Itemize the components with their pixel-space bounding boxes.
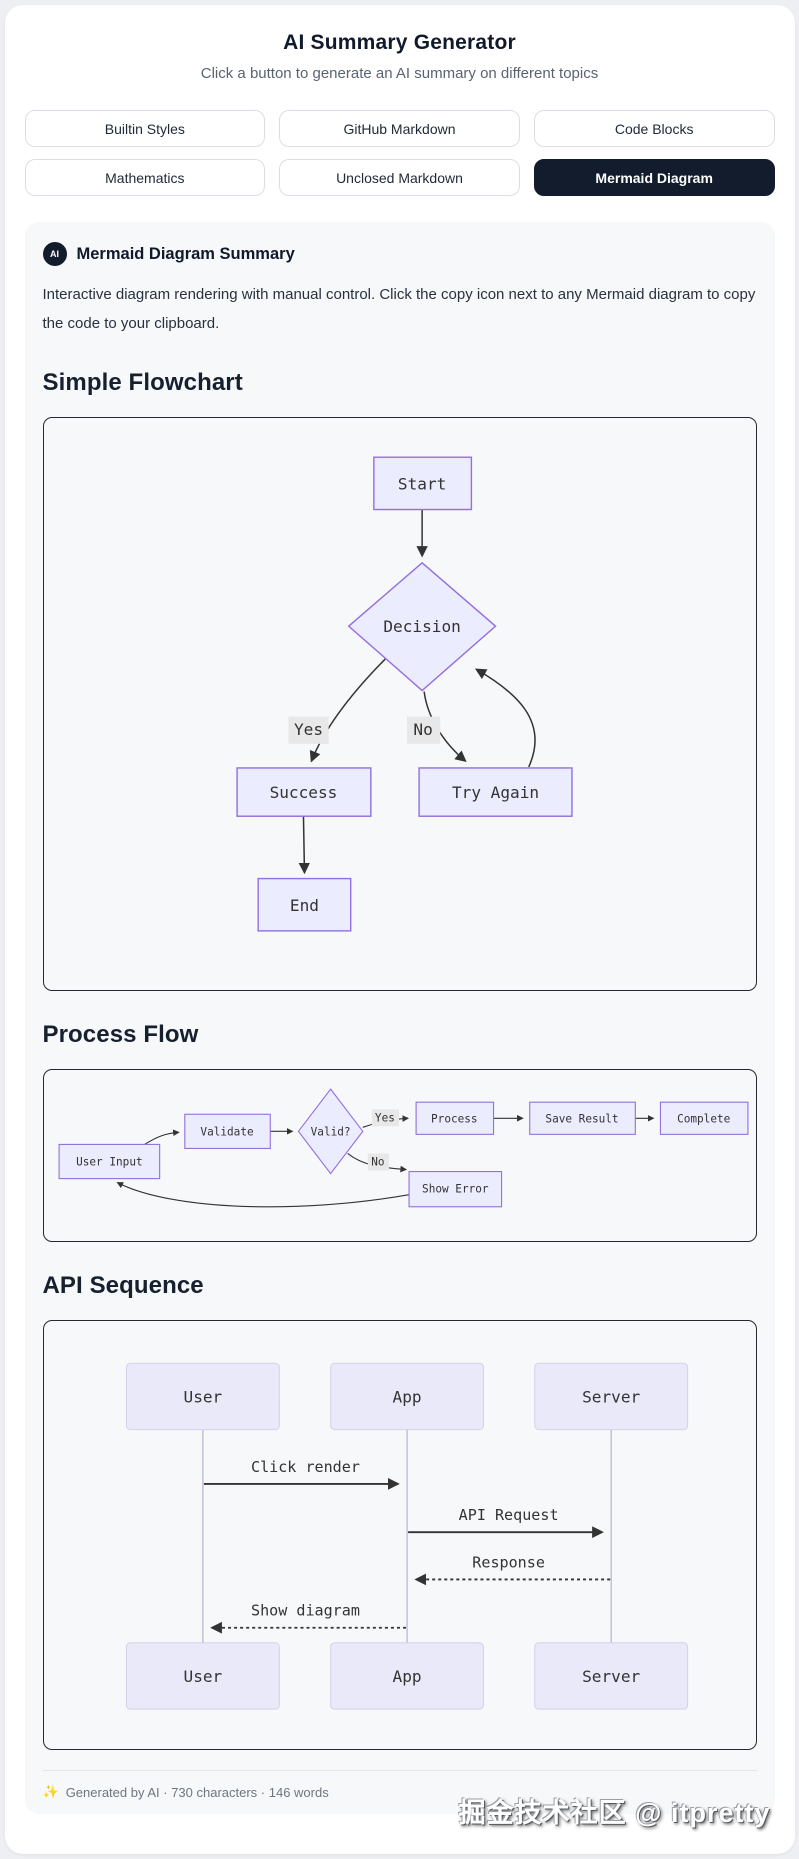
svg-text:Valid?: Valid? [310,1125,350,1138]
svg-text:No: No [371,1155,384,1168]
topic-button-builtin-styles[interactable]: Builtin Styles [24,110,266,147]
summary-card-header: AI Mermaid Diagram Summary [42,242,757,266]
message-api-request: API Request [407,1506,604,1538]
svg-text:Decision: Decision [383,617,460,636]
svg-text:No: No [413,719,432,738]
sequence-diagram-container: User App Server Click render API Request [42,1319,757,1751]
summary-card: AI Mermaid Diagram Summary Interactive d… [24,222,775,1815]
svg-text:API Request: API Request [458,1506,558,1524]
actor-server-bottom: Server [533,1641,688,1710]
actor-user-bottom: User [125,1641,280,1710]
svg-text:Yes: Yes [293,719,322,738]
process-node-process: Process [415,1101,494,1135]
svg-text:User Input: User Input [76,1155,143,1168]
process-svg: Yes No User Input Validate Valid? [58,1087,748,1208]
edge-label-no: No [406,716,440,744]
svg-text:Show diagram: Show diagram [251,1601,360,1619]
actor-app-bottom: App [329,1641,484,1710]
sparkle-icon: ✨ [42,1784,59,1800]
actor-server-top: Server [533,1362,688,1430]
svg-text:App: App [392,1387,421,1406]
process-node-valid: Valid? [297,1087,363,1175]
svg-text:Yes: Yes [374,1111,394,1124]
process-node-show-error: Show Error [407,1170,502,1208]
svg-text:Start: Start [397,474,445,493]
flowchart-node-start: Start [372,456,472,510]
edge-success-to-end [298,815,310,874]
flowchart-diagram-container: Yes No Start Decision Success [42,416,757,991]
edge-showerror-back-to-userinput [116,1181,409,1208]
process-node-user-input: User Input [58,1143,160,1179]
svg-text:Save Result: Save Result [545,1112,618,1125]
edge-decision-yes-to-success [309,655,388,762]
svg-text:Show Error: Show Error [422,1182,489,1195]
flowchart-svg: Yes No Start Decision Success [235,456,573,932]
process-node-complete: Complete [659,1101,748,1135]
generation-stats: Generated by AI · 730 characters · 146 w… [65,1784,329,1800]
app-page: AI Summary Generator Click a button to g… [4,5,795,1855]
message-show-diagram: Show diagram [209,1601,406,1634]
process-edge-label-yes: Yes [371,1108,399,1127]
edge-userinput-to-validate [143,1129,180,1145]
svg-text:Click render: Click render [251,1458,360,1476]
topic-button-code-blocks[interactable]: Code Blocks [533,110,775,147]
process-node-validate: Validate [183,1113,271,1149]
section-heading-simple-flowchart: Simple Flowchart [42,368,243,396]
svg-text:Success: Success [269,783,337,802]
page-title: AI Summary Generator [283,31,516,54]
actor-app-top: App [329,1362,484,1430]
flowchart-node-try-again: Try Again [417,766,573,817]
message-click-render: Click render [203,1458,400,1490]
topic-button-mathematics[interactable]: Mathematics [24,159,266,196]
section-heading-api-sequence: API Sequence [42,1271,204,1299]
flowchart-node-decision: Decision [347,561,497,691]
summary-card-title: Mermaid Diagram Summary [76,244,295,263]
svg-text:Validate: Validate [200,1125,253,1138]
flowchart-node-success: Success [235,766,372,817]
sequence-svg: User App Server Click render API Request [125,1362,688,1710]
svg-text:End: End [289,895,318,914]
svg-text:User: User [183,1667,222,1686]
svg-text:Process: Process [431,1112,478,1125]
page-subtitle: Click a button to generate an AI summary… [200,65,599,82]
generation-footer: ✨ Generated by AI · 730 characters · 146… [42,1770,757,1800]
topic-button-unclosed-markdown[interactable]: Unclosed Markdown [279,159,520,196]
topic-button-grid: Builtin Styles GitHub Markdown Code Bloc… [24,110,775,196]
process-diagram-container: Yes No User Input Validate Valid? [42,1068,757,1242]
svg-text:Server: Server [582,1387,640,1406]
edge-label-yes: Yes [287,716,329,744]
edge-try-again-back-to-decision [474,668,536,767]
flowchart-node-end: End [257,877,351,932]
topic-button-mermaid-diagram[interactable]: Mermaid Diagram [533,159,775,196]
svg-text:Try Again: Try Again [451,783,538,802]
process-edge-label-no: No [367,1153,389,1171]
actor-user-top: User [125,1362,280,1430]
summary-description: Interactive diagram rendering with manua… [42,286,756,333]
ai-badge-icon: AI [42,242,67,266]
topic-button-github-markdown[interactable]: GitHub Markdown [279,110,520,147]
svg-text:Server: Server [582,1667,640,1686]
section-heading-process-flow: Process Flow [42,1020,199,1048]
process-node-save-result: Save Result [528,1101,636,1135]
svg-text:Response: Response [472,1553,545,1571]
message-response: Response [413,1553,610,1585]
svg-text:User: User [183,1387,222,1406]
svg-text:App: App [392,1667,421,1686]
svg-text:Complete: Complete [677,1112,730,1125]
